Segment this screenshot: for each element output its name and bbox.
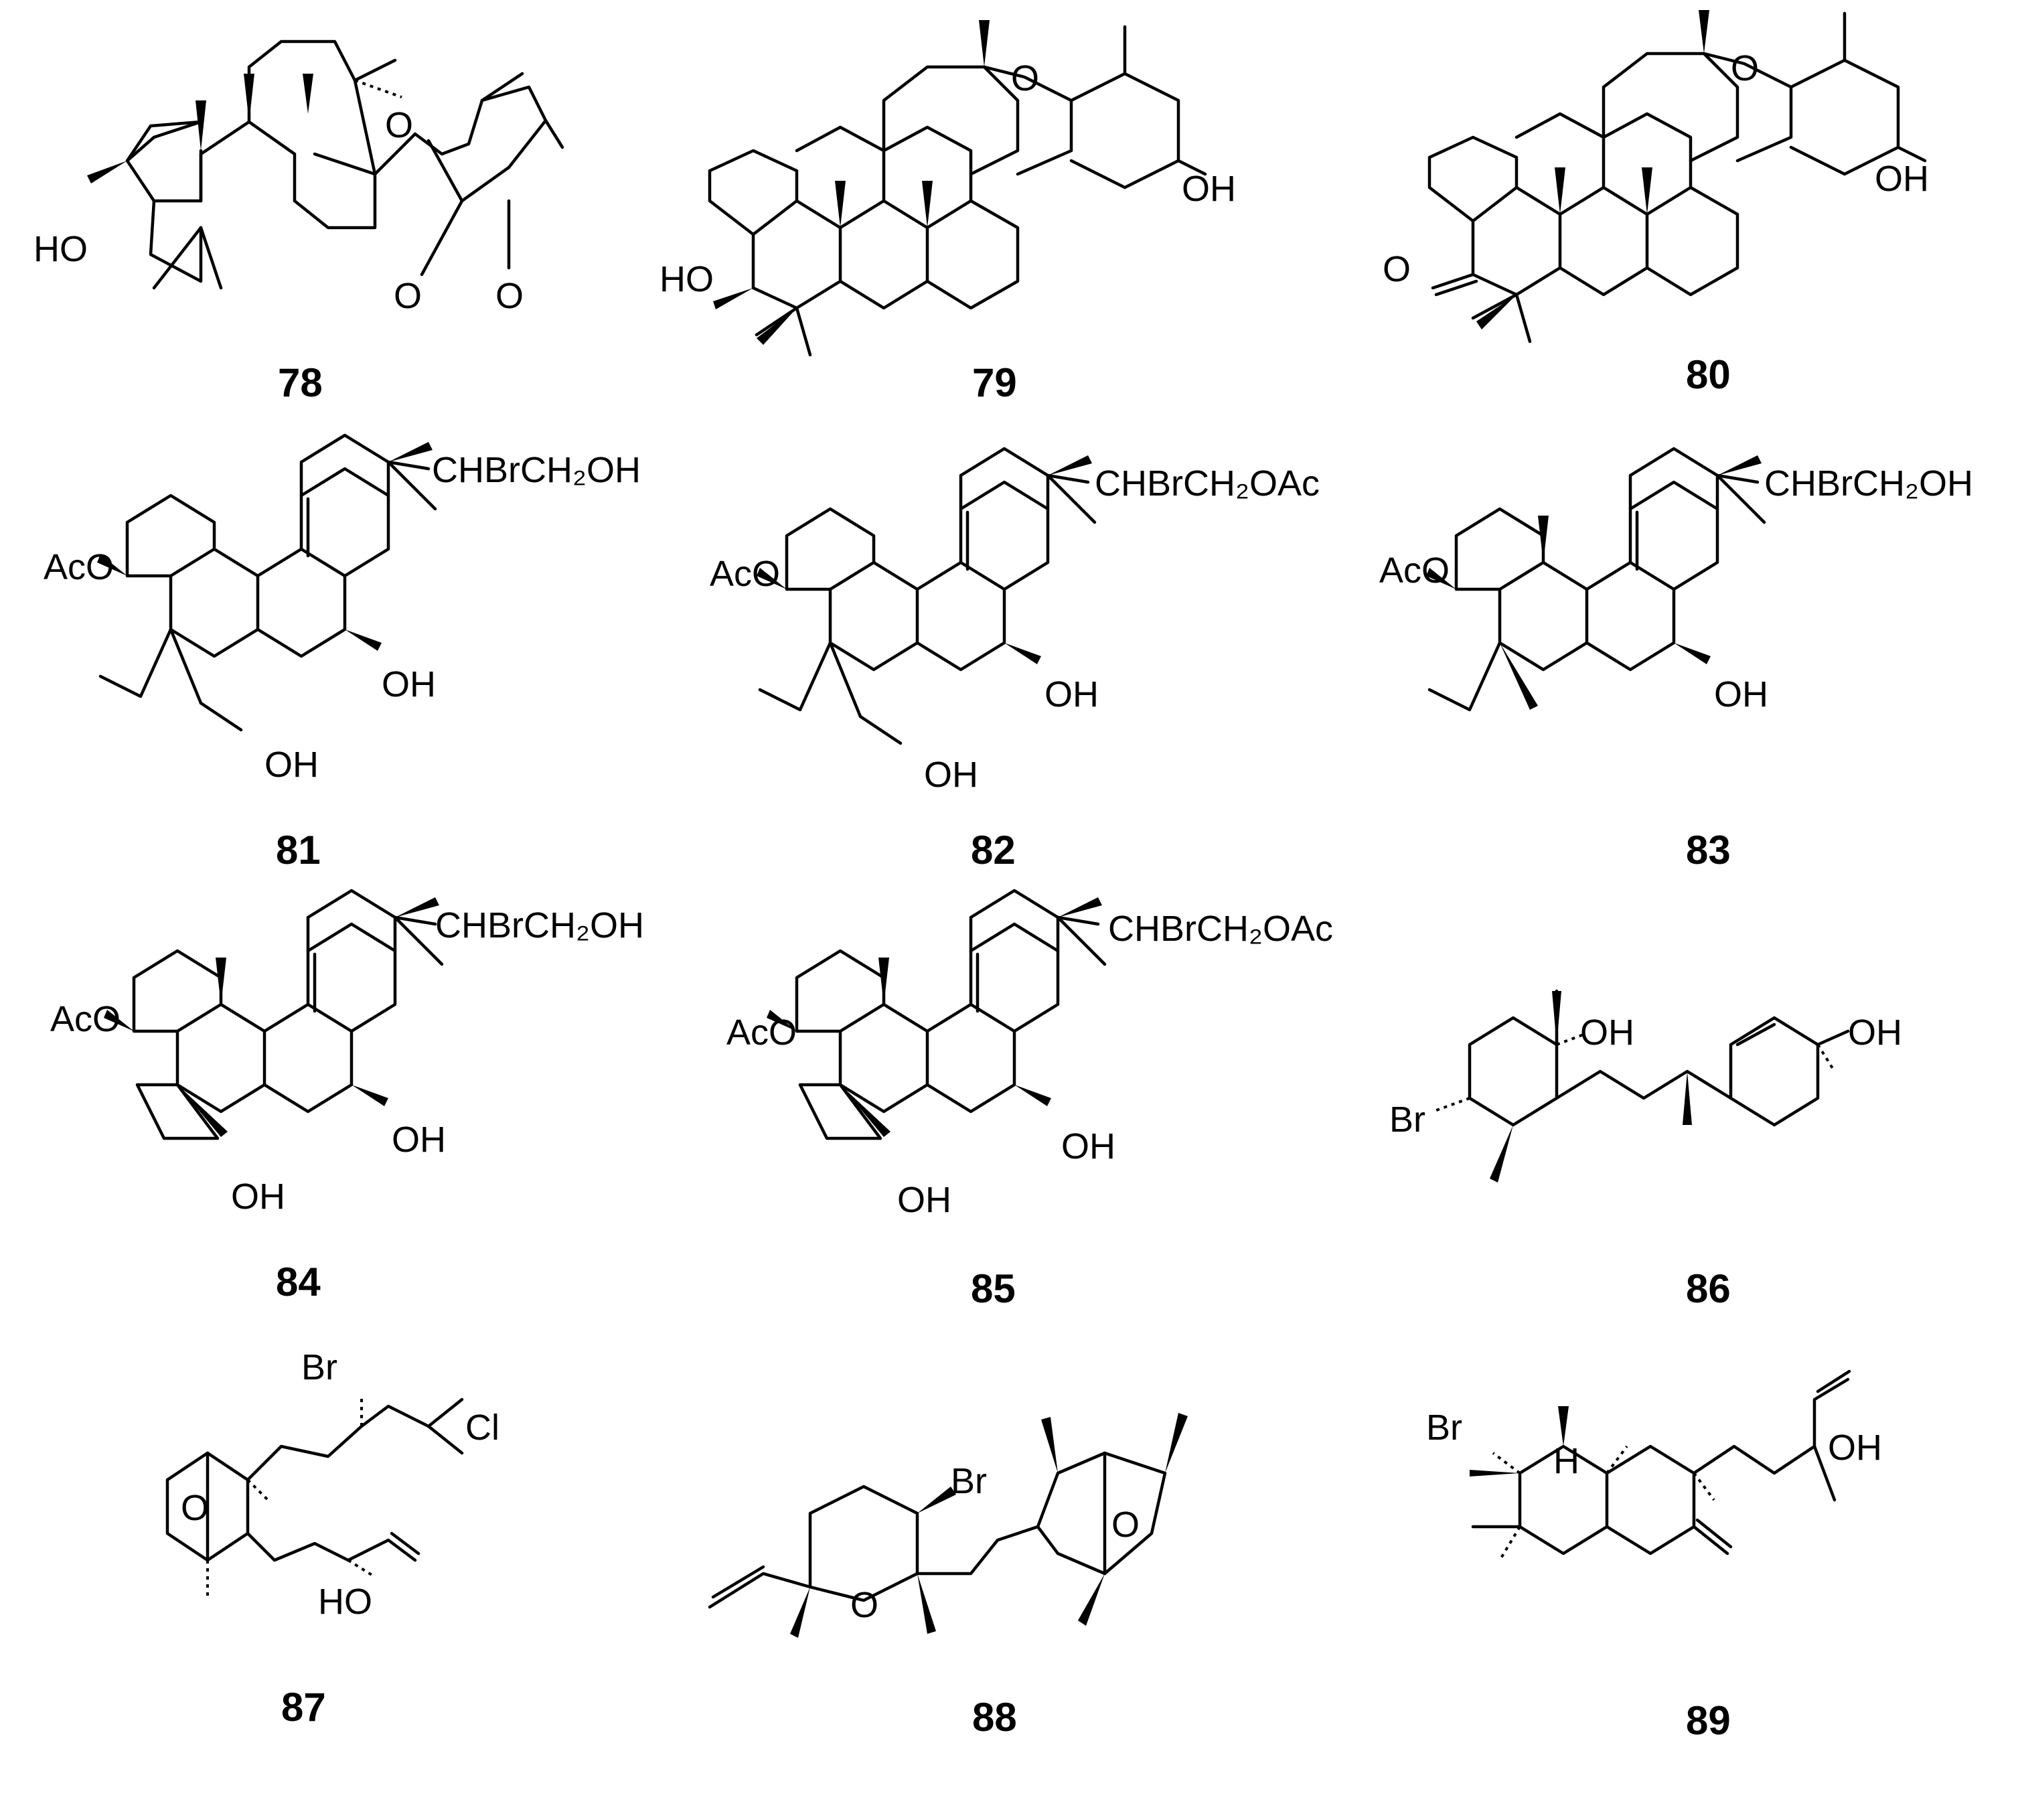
compound-78-stereo-bonds <box>87 74 402 183</box>
compound-85-skeleton <box>795 889 1107 1140</box>
compound-88-bridge-oxygen: O <box>1111 1505 1140 1545</box>
compound-82-skeleton <box>758 447 1097 745</box>
compound-81-acetoxy-label: AcO <box>44 547 114 587</box>
compound-85-acetoxy-label: AcO <box>726 1012 797 1053</box>
compound-85-side-chain-label: CHBrCH₂OAc <box>1108 909 1333 949</box>
compound-81-number: 81 <box>276 828 321 873</box>
compound-84-side-chain-label: CHBrCH₂OH <box>435 905 644 945</box>
compound-85-stereo-bonds <box>767 897 1102 1137</box>
compound-84-skeleton <box>132 889 444 1140</box>
compound-84-acetoxy-label: AcO <box>50 999 121 1039</box>
compound-79-stereo-bonds <box>713 20 990 345</box>
compound-84-number: 84 <box>276 1260 321 1304</box>
compound-86-hydroxyl-label-2: OH <box>1848 1012 1902 1053</box>
compound-80-number: 80 <box>1686 352 1731 397</box>
compound-82-stereo-bonds <box>757 455 1092 710</box>
compound-80-skeleton <box>1427 11 1927 344</box>
compound-86-stereo-bonds <box>1432 991 1836 1183</box>
compound-88-stereo-bonds <box>790 1413 1188 1638</box>
compound-89-bromo-label: Br <box>1426 1408 1462 1448</box>
compound-88-ring-oxygen: O <box>850 1585 878 1625</box>
compound-79-phenol-label: OH <box>1182 169 1236 209</box>
compound-89-hydrogen-label: H <box>1553 1441 1579 1481</box>
compound-85-hydroxyl-label-2: OH <box>897 1180 951 1220</box>
compound-83-acetoxy-label: AcO <box>1379 550 1450 591</box>
compound-79-hydroxyl-label: HO <box>659 259 714 299</box>
compound-87-bromo-label: Br <box>301 1347 337 1387</box>
compound-85: AcO CHBrCH₂OAc OH OH 85 <box>726 889 1333 1311</box>
compound-89: Br H OH 89 <box>1426 1369 1882 1743</box>
compound-86-number: 86 <box>1686 1266 1731 1311</box>
compound-84-hydroxyl-label-2: OH <box>231 1177 285 1217</box>
compound-78-hydroxyl-label: HO <box>33 229 88 269</box>
compound-89-stereo-bonds <box>1470 1406 1715 1562</box>
compound-81-side-chain-label: CHBrCH₂OH <box>432 450 641 490</box>
compound-78-ring-oxygen: O <box>385 105 413 145</box>
compound-86-bromo-label: Br <box>1389 1099 1425 1140</box>
compound-80-ring-oxygen: O <box>1731 48 1759 88</box>
compound-83-side-chain-label: CHBrCH₂OH <box>1764 463 1973 504</box>
compound-85-hydroxyl-label-1: OH <box>1061 1126 1115 1166</box>
compound-78: HO O O O 78 <box>33 40 564 405</box>
compound-88-number: 88 <box>972 1695 1017 1740</box>
compound-81-stereo-bonds <box>97 442 433 697</box>
compound-81-hydroxyl-label-1: OH <box>382 664 436 704</box>
compound-85-number: 85 <box>971 1266 1016 1311</box>
compound-81-skeleton <box>98 433 437 732</box>
compound-82-hydroxyl-label-2: OH <box>924 755 978 795</box>
compound-84-stereo-bonds <box>104 897 439 1137</box>
compound-80-stereo-bonds <box>1476 10 1709 329</box>
compound-84: AcO CHBrCH₂OH OH OH 84 <box>50 889 644 1304</box>
compound-80-phenol-label: OH <box>1875 159 1929 199</box>
compound-81-hydroxyl-label-2: OH <box>264 745 319 785</box>
compound-78-number: 78 <box>278 360 323 405</box>
compound-86-hydroxyl-label-1: OH <box>1580 1012 1634 1053</box>
compound-82-acetoxy-label: AcO <box>710 554 780 594</box>
compound-89-hydroxyl-label: OH <box>1828 1428 1882 1468</box>
compound-82-side-chain-label: CHBrCH₂OAc <box>1095 463 1320 504</box>
compound-80-ketone-oxygen: O <box>1383 249 1411 289</box>
compound-79: HO O OH 79 <box>659 20 1236 405</box>
compound-78-carbonyl-oxygen-1: O <box>394 276 422 316</box>
compound-88: Br O O 88 <box>708 1413 1188 1740</box>
compound-80: O O OH 80 <box>1383 10 1929 397</box>
compound-79-ring-oxygen: O <box>1011 58 1039 98</box>
compound-89-skeleton <box>1471 1369 1851 1556</box>
compound-81: AcO CHBrCH₂OH OH OH 81 <box>44 433 641 873</box>
compound-78-carbonyl-oxygen-2: O <box>495 276 524 316</box>
compound-79-skeleton <box>708 25 1207 357</box>
compound-83-number: 83 <box>1686 828 1731 873</box>
compound-83: AcO CHBrCH₂OH OH 83 <box>1379 447 1973 873</box>
compound-82-number: 82 <box>971 828 1016 873</box>
compound-82: AcO CHBrCH₂OAc OH OH 82 <box>710 447 1320 873</box>
compound-86: Br OH OH 86 <box>1389 989 1902 1311</box>
compound-87-hydroxyl-label: HO <box>318 1582 372 1622</box>
compound-87: Br Cl O HO 87 <box>165 1347 499 1730</box>
compound-83-hydroxyl-label-1: OH <box>1714 674 1768 714</box>
compound-84-hydroxyl-label-1: OH <box>392 1120 446 1160</box>
compound-82-hydroxyl-label-1: OH <box>1044 674 1099 714</box>
compound-83-stereo-bonds <box>1426 455 1762 710</box>
compound-87-stereo-bonds <box>206 1396 376 1600</box>
compound-87-chloro-label: Cl <box>465 1408 499 1448</box>
compound-88-bromo-label: Br <box>951 1461 987 1501</box>
compound-87-bridge-oxygen: O <box>181 1488 209 1528</box>
compound-89-number: 89 <box>1686 1698 1731 1743</box>
compound-79-number: 79 <box>972 360 1017 405</box>
compound-87-number: 87 <box>281 1685 326 1730</box>
